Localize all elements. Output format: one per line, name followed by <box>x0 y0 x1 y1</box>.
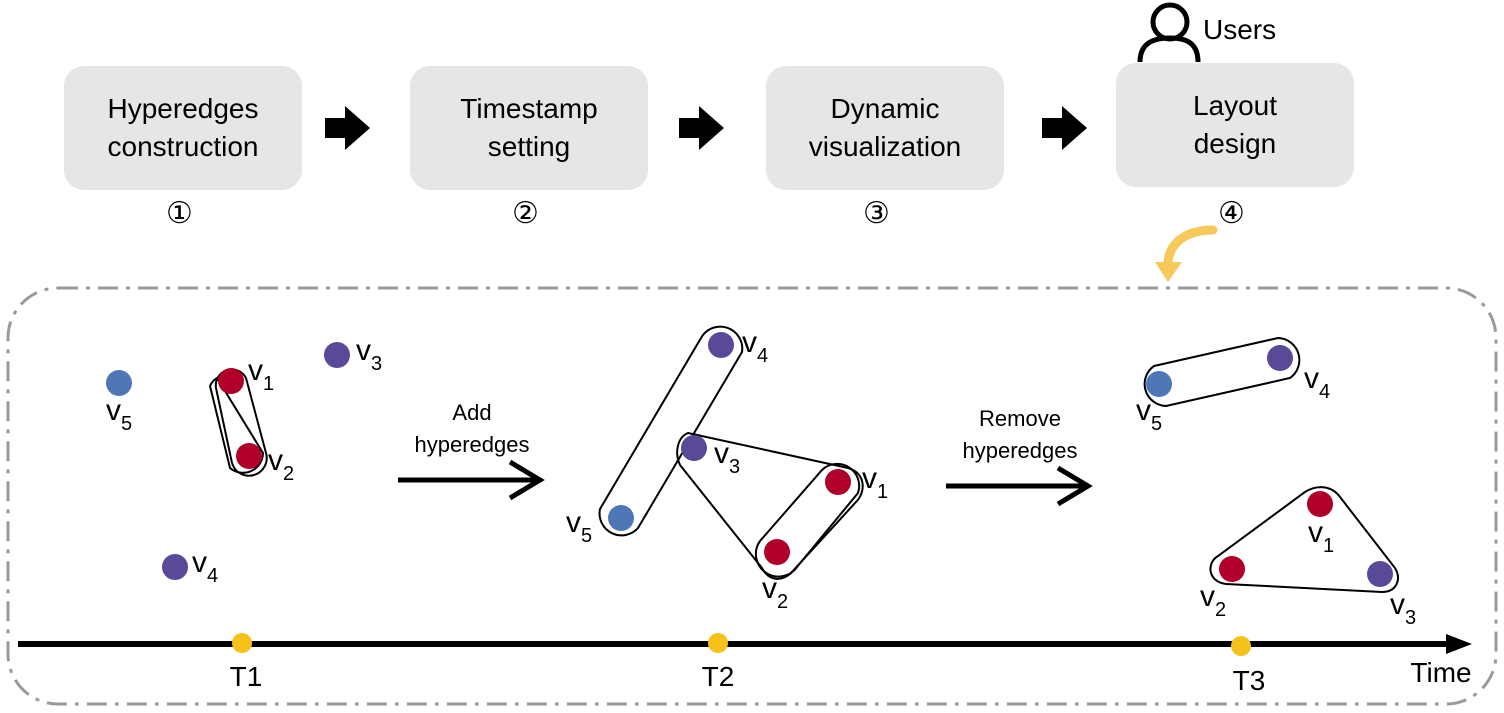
timestamp-t2-label: T2 <box>702 661 735 692</box>
vertex-v3 <box>1367 561 1393 587</box>
step-number-4: ④ <box>1218 196 1245 231</box>
timestamp-t2-marker <box>708 633 728 653</box>
add-label-line1: Add <box>452 400 491 425</box>
vertex-v1 <box>218 368 244 394</box>
label-v5: v5 <box>566 506 592 547</box>
step-layout-design: Layout design <box>1116 63 1354 187</box>
remove-label-line1: Remove <box>979 406 1061 431</box>
timestamp-t1-label: T1 <box>230 661 263 692</box>
step-4-line2: design <box>1193 128 1277 159</box>
label-v4: v4 <box>1304 362 1330 403</box>
step-number-3: ③ <box>863 196 890 231</box>
hyperedge-v3-v1-v2 <box>676 431 864 580</box>
time-axis-label: Time <box>1410 657 1471 688</box>
label-v3: v3 <box>356 334 382 375</box>
vertex-v1 <box>825 469 851 495</box>
label-v4: v4 <box>192 546 218 587</box>
step-3-line2: visualization <box>808 131 962 162</box>
vertex-v3 <box>681 435 707 461</box>
user-icon <box>1137 2 1201 63</box>
curved-arrow-icon <box>1155 225 1218 282</box>
timestamp-t3-marker <box>1231 636 1251 656</box>
vertex-v2 <box>1219 556 1245 582</box>
label-v5: v5 <box>106 394 132 435</box>
vertex-v4 <box>708 332 734 358</box>
label-v5: v5 <box>1136 394 1162 435</box>
users-label: Users <box>1203 14 1277 45</box>
hyperedge-v5-v4-t3 <box>1143 336 1301 408</box>
vertex-v5 <box>1146 371 1172 397</box>
step-4-line1: Layout <box>1192 90 1278 121</box>
label-v1: v1 <box>248 354 274 395</box>
label-v1: v1 <box>862 462 888 503</box>
step-arrow-icon <box>325 106 370 150</box>
step-3-line1: Dynamic <box>830 93 940 124</box>
add-label-line2: hyperedges <box>415 432 530 457</box>
vertex-v1 <box>1307 491 1333 517</box>
label-v2: v2 <box>762 572 788 613</box>
hyperedge-v1-v2-v3-t3 <box>1209 486 1399 594</box>
timestamp-t1-marker <box>232 633 252 653</box>
step-arrow-icon <box>1042 106 1087 150</box>
label-v2: v2 <box>1200 580 1226 621</box>
step-2-line2: setting <box>487 131 571 162</box>
step-1-line2: construction <box>107 131 259 162</box>
step-number-1: ① <box>166 196 193 231</box>
label-v3: v3 <box>1390 588 1416 629</box>
vertex-v5 <box>106 370 132 396</box>
vertex-v2 <box>236 443 262 469</box>
step-2-line1: Timestamp <box>460 93 598 124</box>
vertex-v5 <box>608 505 634 531</box>
vertex-v4 <box>162 554 188 580</box>
hyperedge-v1-v2 <box>208 368 268 477</box>
step-number-2: ② <box>512 196 539 231</box>
label-v4: v4 <box>742 326 768 367</box>
hyperedge-v1-v2-t2 <box>754 462 861 578</box>
vertex-v2 <box>764 539 790 565</box>
vertex-v4 <box>1267 345 1293 371</box>
step-timestamp-setting: Timestamp setting <box>410 66 648 190</box>
step-dynamic-visualization: Dynamic visualization <box>766 66 1004 190</box>
label-v1: v1 <box>1308 516 1334 557</box>
timestamp-t3-label: T3 <box>1233 665 1266 696</box>
remove-label-line2: hyperedges <box>963 438 1078 463</box>
add-arrow-icon <box>398 459 545 501</box>
dynamic-layout-panel <box>6 286 1498 706</box>
step-arrow-icon <box>679 106 724 150</box>
label-v2: v2 <box>268 444 294 485</box>
remove-arrow-icon <box>946 465 1093 507</box>
vertex-v3 <box>324 342 350 368</box>
time-axis <box>18 634 1472 654</box>
step-1-line1: Hyperedges <box>107 93 259 124</box>
step-hyperedges-construction: Hyperedges construction <box>64 66 302 190</box>
label-v3: v3 <box>714 437 740 478</box>
